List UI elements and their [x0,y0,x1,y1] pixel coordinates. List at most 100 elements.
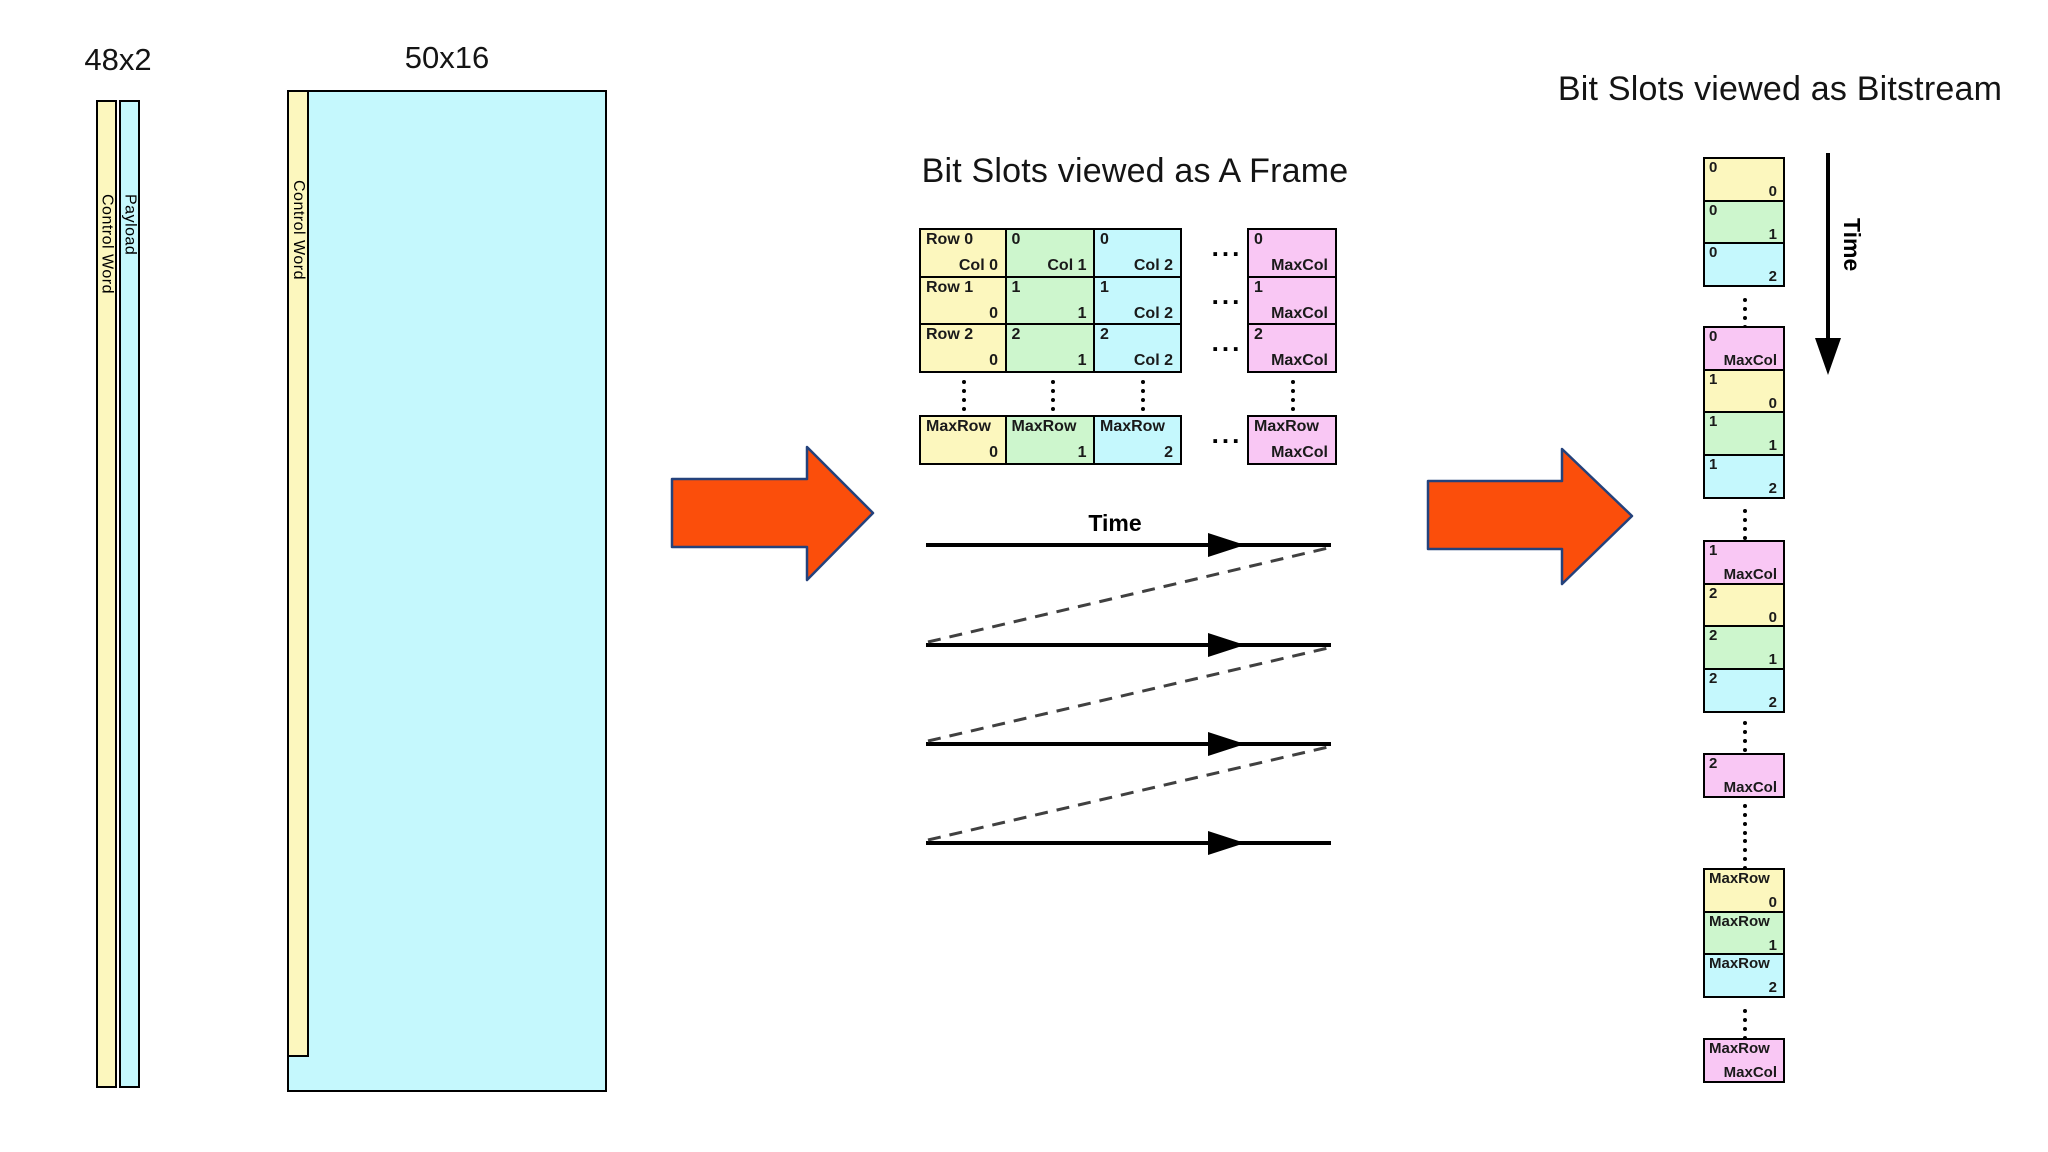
cell-top-label: MaxRow [1709,1040,1770,1057]
bitstream-cell: MaxRow 0 [1703,868,1785,913]
cell-top-label: MaxRow [1011,418,1077,435]
ellipsis-horizontal: ... [1211,327,1243,357]
scan-arrowhead-icon [1208,732,1245,756]
matrix-48x2-dimension-label: 48x2 [84,42,152,77]
cell-bottom-label: 2 [1768,479,1777,497]
frame-cell: Row 2 0 [919,323,1007,373]
frame-cell: 1 1 [1004,275,1096,326]
cell-bottom-label: Col 1 [1047,257,1087,274]
ellipsis-vertical [1742,801,1747,837]
ellipsis-horizontal: ... [1211,279,1243,310]
cell-bottom-label: 0 [1768,894,1777,911]
cell-top-label: Row 2 [926,326,974,343]
cell-bottom-label: 0 [989,352,998,369]
cell-bottom-label: 1 [1768,936,1777,954]
cell-top-label: 2 [1709,755,1718,772]
bitstream-cell: 2 0 [1703,582,1785,628]
cell-top-label: 0 [1100,231,1109,248]
scan-arrowhead-icon [1208,633,1245,657]
frame-row: Row 1 0 1 1 1 Col 2 ... 1 MaxCol [919,275,1339,326]
cell-bottom-label: 1 [1768,651,1777,668]
cell-top-label: 0 [1709,201,1718,219]
cell-top-label: MaxRow [926,418,991,435]
cell-bottom-label: Col 2 [1133,304,1173,322]
cell-bottom-label: MaxCol [1271,304,1328,322]
frame-cell: 2 1 [1004,323,1096,373]
bitstream-time-label: Time [1839,218,1865,272]
matrix-48x2-payload-bar: Payload [119,100,140,1088]
bitstream-cell: 1 MaxCol [1703,540,1785,585]
cell-top-label: 2 [1254,326,1263,343]
matrix-50x16-dimension-label: 50x16 [404,40,490,75]
frame-view-title: Bit Slots viewed as A Frame [921,152,1349,190]
cell-top-label: MaxRow [1709,955,1770,972]
cell-top-label: 0 [1709,159,1718,176]
cell-top-label: 1 [1011,278,1021,296]
payload-label: Payload [121,194,139,256]
frame-cell: MaxRow MaxCol [1247,415,1337,465]
cell-top-label: 2 [1100,326,1109,343]
cell-top-label: Row 1 [926,278,974,296]
return-line-dashed [927,546,1329,644]
cell-top-label: 0 [1011,231,1021,248]
bitstream-group: 0 MaxCol 1 0 1 1 1 2 [1703,326,1785,499]
cell-top-label: 2 [1011,326,1021,343]
ellipsis-horizontal: ... [1211,419,1243,449]
return-line-dashed [927,745,1329,842]
cell-bottom-label: 2 [1768,268,1777,285]
bitstream-cell: 2 2 [1703,667,1785,713]
cell-bottom-label: 1 [1077,352,1087,369]
frame-cell: MaxRow 2 [1093,415,1182,465]
bitstream-group: MaxRow 0 MaxRow 1 MaxRow 2 [1703,868,1785,998]
cell-bottom-label: 0 [1768,183,1777,200]
cell-top-label: 1 [1100,278,1109,296]
frame-cell: 0 Col 2 [1093,228,1182,278]
cell-bottom-label: 1 [1077,304,1087,322]
cell-top-label: 1 [1254,278,1263,296]
cell-top-label: 1 [1709,413,1718,430]
frame-cell: MaxRow 1 [1004,415,1096,465]
frame-cell: 1 MaxCol [1247,275,1337,326]
cell-bottom-label: MaxCol [1271,444,1328,461]
cell-top-label: Row 0 [926,231,974,248]
cell-top-label: 2 [1709,584,1718,602]
bitstream-cell: 2 MaxCol [1703,753,1785,798]
ellipsis-vertical [1140,377,1145,413]
cell-top-label: MaxRow [1254,418,1319,435]
ellipsis-vertical [1742,718,1747,754]
bitstream-group: 2 MaxCol [1703,753,1785,798]
frame-cell: MaxRow 0 [919,415,1007,465]
cell-bottom-label: MaxCol [1271,352,1328,369]
cell-bottom-label: 0 [1768,394,1777,412]
frame-cell: 2 Col 2 [1093,323,1182,373]
frame-cell: 0 Col 1 [1004,228,1096,278]
cell-bottom-label: 0 [989,304,998,322]
frame-cell: 1 Col 2 [1093,275,1182,326]
bitstream-cell: 0 2 [1703,242,1785,287]
cell-bottom-label: 1 [1768,225,1777,243]
cell-bottom-label: 2 [1164,444,1173,461]
flow-arrow-right-icon [1426,447,1634,586]
cell-top-label: 2 [1709,669,1718,687]
matrix-50x16-control-word-bar: Control Word [287,90,309,1057]
cell-top-label: 2 [1709,627,1718,644]
return-line-dashed [927,646,1329,743]
cell-bottom-label: 2 [1768,979,1777,996]
frame-cell: 0 MaxCol [1247,228,1337,278]
frame-cell: Row 0 Col 0 [919,228,1007,278]
cell-bottom-label: 1 [1077,444,1087,461]
cell-bottom-label: MaxCol [1271,257,1328,274]
control-word-label: Control Word [98,194,116,294]
scan-arrowhead-icon [1208,533,1245,557]
frame-cell: Row 1 0 [919,275,1007,326]
cell-bottom-label: MaxCol [1723,566,1777,583]
time-axis-arrowhead-icon [1815,338,1841,375]
matrix-48x2-control-word-bar: Control Word [96,100,117,1088]
matrix-50x16-payload-area [287,90,607,1092]
bitstream-cell: MaxRow 1 [1703,910,1785,956]
ellipsis-horizontal: ... [1211,232,1243,262]
cell-top-label: MaxRow [1100,418,1165,435]
cell-top-label: 1 [1709,542,1718,559]
cell-bottom-label: MaxCol [1723,779,1777,796]
